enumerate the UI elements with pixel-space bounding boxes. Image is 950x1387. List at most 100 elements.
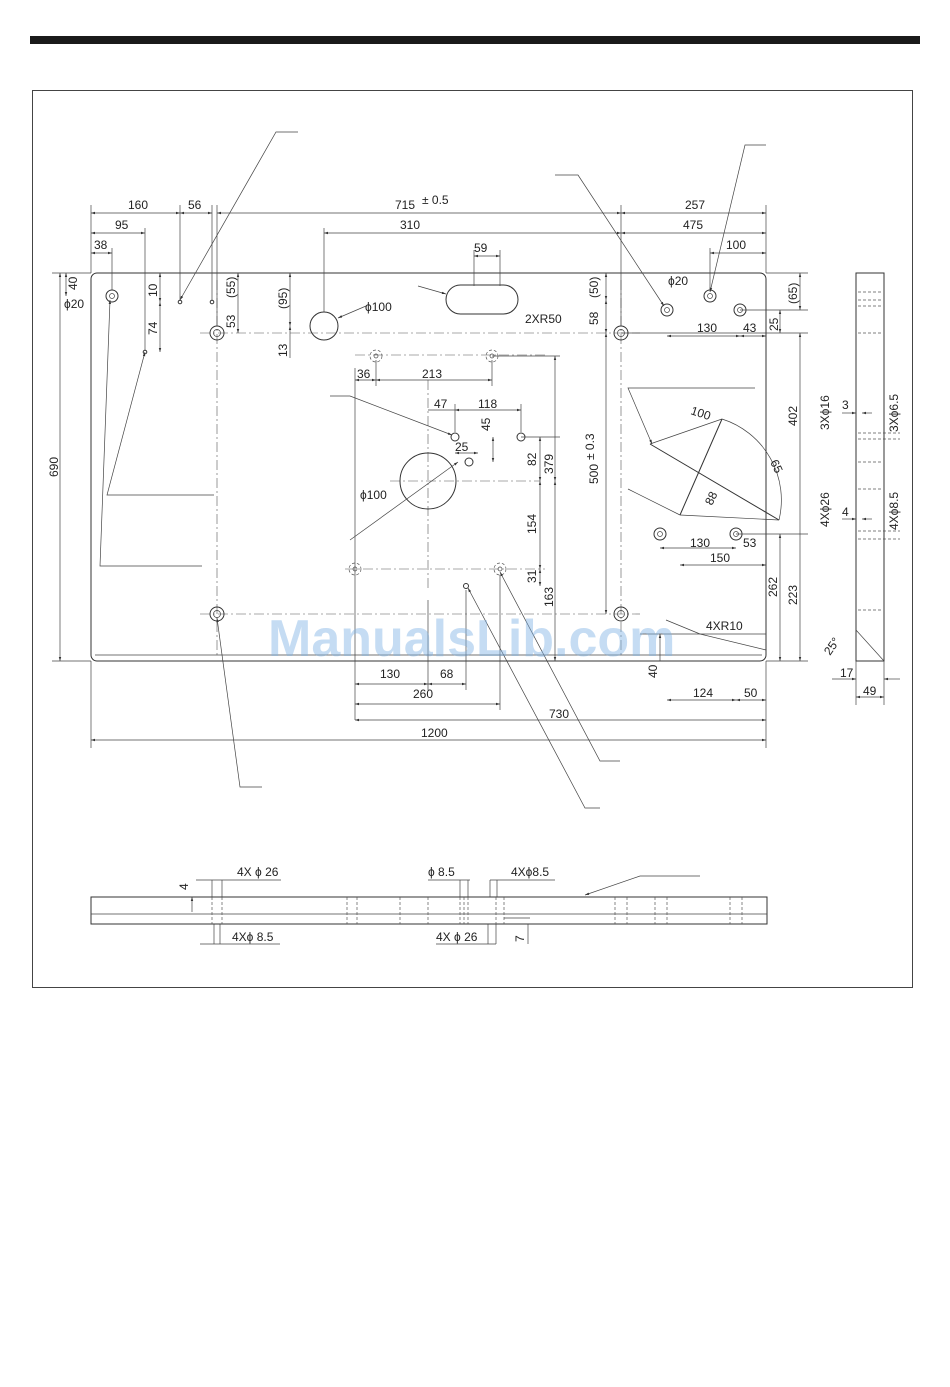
- small-hole-1: [450, 432, 460, 442]
- dim-4xr10: 4XR10: [706, 619, 743, 633]
- dim-402: 402: [786, 406, 800, 426]
- dim-213: 213: [422, 367, 442, 381]
- dim-124: 124: [693, 686, 713, 700]
- side-d4: 4: [842, 505, 849, 519]
- hole-phi20-right-a: [660, 303, 674, 317]
- dim-95: 95: [115, 218, 129, 232]
- dim-95v: (95): [276, 288, 290, 309]
- dim-154: 154: [525, 514, 539, 534]
- watermark: ManualsLib.com: [268, 610, 675, 668]
- router-opening-phi100: [399, 452, 457, 510]
- dim-phi100: ϕ100: [360, 488, 387, 502]
- hole-phi20-left: [105, 289, 119, 303]
- hole-right-low-a: [653, 527, 667, 541]
- drawing-frame: [32, 90, 913, 988]
- dim-50b: 50: [744, 686, 758, 700]
- slot-2xr50: [445, 284, 519, 315]
- table-outline: [90, 272, 767, 662]
- dim-100-top: 100: [726, 238, 746, 252]
- plan-view: 715 ± 0.5 257 160 56 95 38 310 475 59 10…: [47, 131, 808, 809]
- side-angle-25: 25°: [821, 635, 843, 658]
- small-hole-4: [463, 583, 469, 589]
- header-rule: [30, 36, 920, 44]
- mount-hole-1: [369, 349, 383, 363]
- dim-45: 45: [479, 417, 493, 431]
- dim-150: 150: [710, 551, 730, 565]
- front-phi8-5: ϕ 8.5: [428, 865, 455, 879]
- dim-25: 25: [767, 317, 781, 331]
- side-d17: 17: [840, 666, 854, 680]
- dim-690: 690: [47, 457, 61, 477]
- dim-130a: 130: [697, 321, 717, 335]
- front-outline: [90, 896, 768, 925]
- pin-hole-b: [209, 299, 215, 305]
- dim-500: 500: [587, 464, 601, 484]
- front-4xphi26-bot: 4X ϕ 26: [436, 930, 478, 944]
- dim-310: 310: [400, 218, 420, 232]
- dim-163: 163: [542, 587, 556, 607]
- corner-hole-br: [613, 606, 629, 622]
- dim-118: 118: [478, 397, 497, 411]
- dim-56: 56: [188, 198, 202, 212]
- front-4xphi8-5-bot: 4Xϕ 8.5: [232, 930, 274, 944]
- front-d4: 4: [177, 883, 191, 890]
- dim-379: 379: [542, 454, 556, 474]
- dim-715-tol: ± 0.5: [422, 193, 449, 207]
- front-d7: 7: [513, 935, 527, 942]
- small-hole-3: [464, 457, 474, 467]
- side-3xphi16: 3Xϕ16: [818, 395, 832, 430]
- side-d49: 49: [863, 684, 877, 698]
- dim-2xr50: 2XR50: [525, 312, 562, 326]
- dim-31: 31: [525, 569, 539, 583]
- dim-74: 74: [146, 321, 160, 335]
- dim-1200: 1200: [421, 726, 448, 740]
- dim-475: 475: [683, 218, 703, 232]
- front-view: 4X ϕ 26 4 4Xϕ 8.5 ϕ 8.5 4Xϕ8.5 4X ϕ 26 7: [90, 865, 768, 945]
- dim-53: 53: [224, 314, 238, 328]
- dim-223: 223: [786, 585, 800, 605]
- dim-100-angle: 100: [689, 404, 713, 424]
- dim-phi-hose: ϕ100: [365, 300, 392, 314]
- dim-500-tol: ± 0.3: [583, 433, 597, 460]
- dim-43: 43: [743, 321, 757, 335]
- dim-25b: 25: [455, 440, 469, 454]
- dim-715: 715: [395, 198, 415, 212]
- dim-65-angle: 65: [767, 457, 785, 475]
- dim-262: 262: [766, 577, 780, 597]
- dim-130c: 130: [380, 667, 400, 681]
- dim-47: 47: [434, 397, 448, 411]
- dim-68: 68: [440, 667, 454, 681]
- dim-36: 36: [357, 367, 371, 381]
- dim-50v: (50): [587, 277, 601, 298]
- dim-82: 82: [525, 452, 539, 466]
- dim-730: 730: [549, 707, 569, 721]
- pin-hole-a: [177, 299, 183, 305]
- mount-hole-4: [493, 562, 507, 576]
- dim-130b: 130: [690, 536, 710, 550]
- dim-40b: 40: [646, 664, 660, 678]
- dim-13: 13: [276, 343, 290, 357]
- front-4xphi8-5-top: 4Xϕ8.5: [511, 865, 549, 879]
- protractor-arc: [721, 418, 782, 521]
- side-view: 3Xϕ16 3 3Xϕ6.5 4Xϕ26 4 4Xϕ8.5 25° 17 49: [818, 272, 901, 705]
- chamfer-25: [855, 629, 885, 662]
- dim-88: 88: [702, 489, 720, 507]
- dim-257: 257: [685, 198, 705, 212]
- dim-phi20-right: ϕ20: [668, 274, 688, 288]
- side-4xphi26: 4Xϕ26: [818, 492, 832, 527]
- hose-hole: [309, 311, 339, 341]
- dim-55: (55): [224, 277, 238, 298]
- dim-160: 160: [128, 198, 148, 212]
- dim-10: 10: [146, 283, 160, 297]
- side-4xphi8-5: 4Xϕ8.5: [887, 492, 901, 530]
- dim-38: 38: [94, 238, 108, 252]
- dim-phi20-left: ϕ20: [64, 297, 84, 311]
- dim-59: 59: [474, 241, 488, 255]
- dim-58: 58: [587, 311, 601, 325]
- dim-40: 40: [66, 276, 80, 290]
- side-d3: 3: [842, 398, 849, 412]
- front-4xphi26-top: 4X ϕ 26: [237, 865, 279, 879]
- dim-260: 260: [413, 687, 433, 701]
- dim-65: (65): [786, 283, 800, 304]
